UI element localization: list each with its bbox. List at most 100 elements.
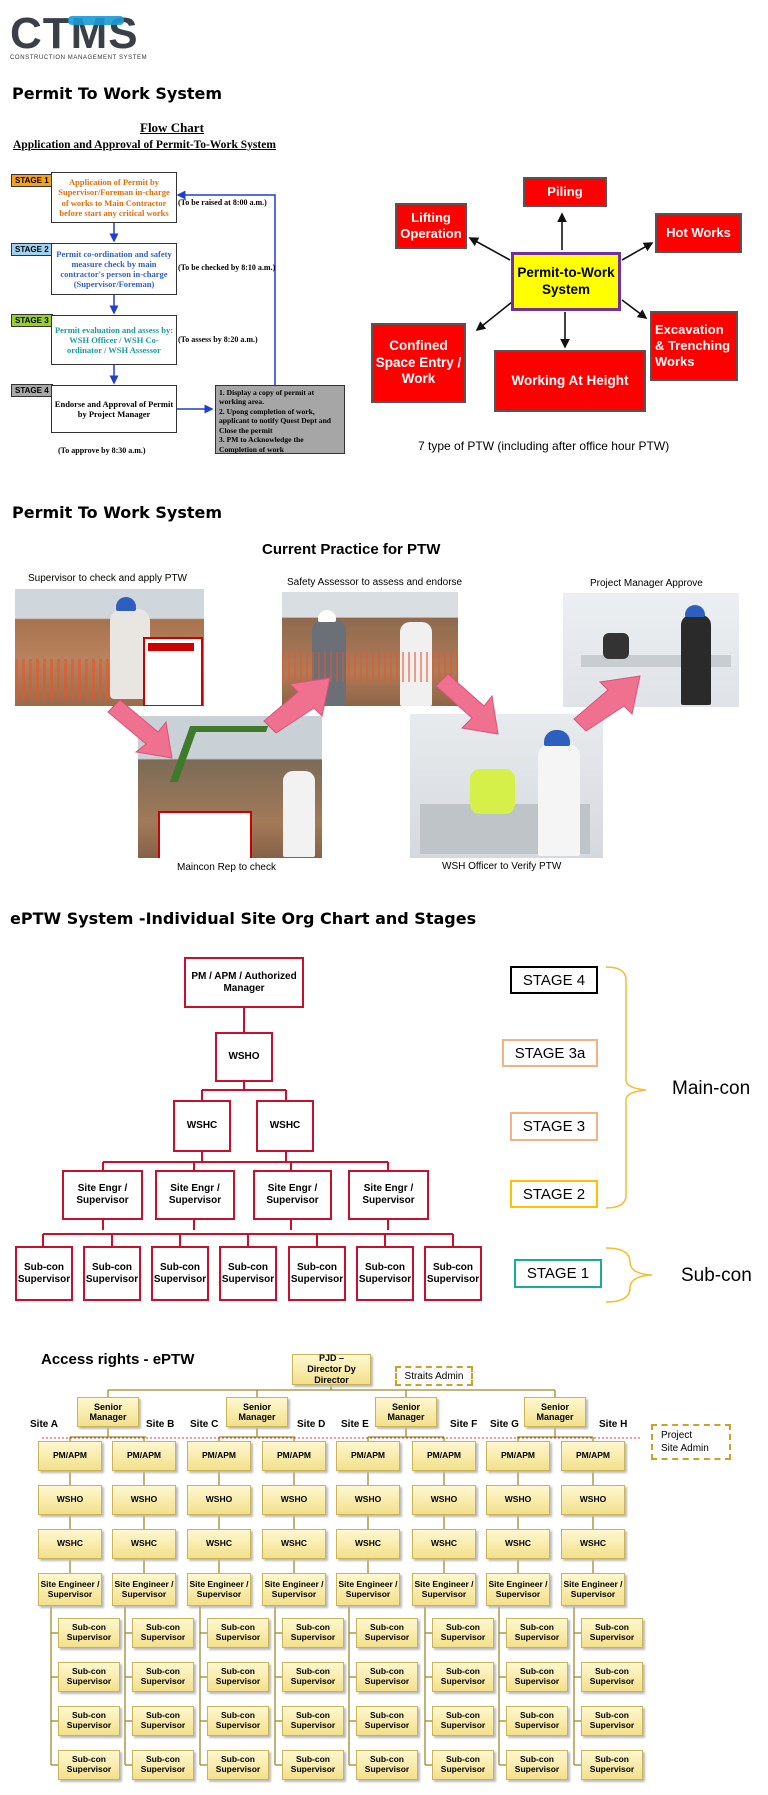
subcon-box-4-1: Sub-con Supervisor xyxy=(282,1618,344,1648)
section2-subtitle: Current Practice for PTW xyxy=(262,541,441,558)
org-site-engr-2: Site Engr / Supervisor xyxy=(155,1170,235,1220)
director-label: PJD – Director Dy Director xyxy=(307,1353,356,1385)
site-engineer-box-7: Site Engineer / Supervisor xyxy=(486,1573,550,1606)
section1-title: Permit To Work System xyxy=(12,84,223,103)
flow-box-approval: Endorse and Approval of Permit by Projec… xyxy=(51,385,177,433)
subcon-box-5-4: Sub-con Supervisor xyxy=(356,1750,418,1780)
org-subcon-4: Sub-con Supervisor xyxy=(219,1246,277,1301)
flow-box-application: Application of Permit by Supervisor/Fore… xyxy=(51,172,177,223)
section4-title: Access rights - ePTW xyxy=(41,1351,195,1368)
pink-arrow-2 xyxy=(263,677,331,734)
site-engineer-box-2: Site Engineer / Supervisor xyxy=(112,1573,176,1606)
pm-apm-box-4: PM/APM xyxy=(262,1441,326,1471)
site-label-d: Site D xyxy=(297,1419,326,1430)
subcon-box-5-2: Sub-con Supervisor xyxy=(356,1662,418,1692)
main-con-brace xyxy=(605,966,647,1209)
org-site-engr-4: Site Engr / Supervisor xyxy=(348,1170,429,1220)
subcon-box-8-3: Sub-con Supervisor xyxy=(581,1706,643,1736)
ctms-logo: CTMS CONSTRUCTION MANAGEMENT SYSTEM xyxy=(10,12,148,62)
pm-apm-box-5: PM/APM xyxy=(336,1441,400,1471)
subcon-box-5-3: Sub-con Supervisor xyxy=(356,1706,418,1736)
caption-maincon-rep: Maincon Rep to check xyxy=(177,862,276,873)
site-label-f: Site F xyxy=(450,1419,478,1430)
flow-chart-connectors xyxy=(109,190,654,414)
ptw-type-working-at-height: Working At Height xyxy=(494,350,646,412)
site-engineer-box-6: Site Engineer / Supervisor xyxy=(412,1573,476,1606)
sub-con-brace xyxy=(605,1247,653,1303)
site-engineer-box-1: Site Engineer / Supervisor xyxy=(38,1573,102,1606)
grey-instructions-box: 1. Display a copy of permit at working a… xyxy=(215,385,345,454)
flow-box-evaluation: Permit evaluation and assess by: WSH Off… xyxy=(51,315,177,365)
ptw-type-excavation: Excavation & Trenching Works xyxy=(650,311,738,381)
subcon-box-2-2: Sub-con Supervisor xyxy=(132,1662,194,1692)
wshc-box-1: WSHC xyxy=(38,1529,102,1559)
stage-1-box: STAGE 1 xyxy=(514,1259,602,1288)
subcon-box-3-3: Sub-con Supervisor xyxy=(207,1706,269,1736)
subcon-box-7-1: Sub-con Supervisor xyxy=(506,1618,568,1648)
subcon-box-8-1: Sub-con Supervisor xyxy=(581,1618,643,1648)
site-engineer-box-8: Site Engineer / Supervisor xyxy=(561,1573,625,1606)
subcon-box-1-2: Sub-con Supervisor xyxy=(58,1662,120,1692)
subcon-box-2-1: Sub-con Supervisor xyxy=(132,1618,194,1648)
pink-arrow-4 xyxy=(573,675,641,732)
org-wsho: WSHO xyxy=(215,1032,273,1082)
wsho-box-3: WSHO xyxy=(187,1485,251,1515)
subcon-box-7-2: Sub-con Supervisor xyxy=(506,1662,568,1692)
wsho-box-4: WSHO xyxy=(262,1485,326,1515)
director-box: PJD – Director Dy Director xyxy=(292,1353,371,1385)
wshc-box-5: WSHC xyxy=(336,1529,400,1559)
org-wshc-1: WSHC xyxy=(173,1100,231,1152)
photo-supervisor-site xyxy=(15,589,204,706)
org-subcon-7: Sub-con Supervisor xyxy=(424,1246,482,1301)
note-approve: (To approve by 8:30 a.m.) xyxy=(58,446,146,455)
pm-apm-box-1: PM/APM xyxy=(38,1441,102,1471)
subcon-box-6-1: Sub-con Supervisor xyxy=(432,1618,494,1648)
subcon-box-8-4: Sub-con Supervisor xyxy=(581,1750,643,1780)
org-top-manager: PM / APM / Authorized Manager xyxy=(184,957,304,1008)
subcon-box-3-4: Sub-con Supervisor xyxy=(207,1750,269,1780)
grey-item-1: 1. Display a copy of permit at working a… xyxy=(219,388,315,407)
org-subcon-2: Sub-con Supervisor xyxy=(83,1246,141,1301)
org-subcon-5: Sub-con Supervisor xyxy=(288,1246,346,1301)
grey-item-3: 3. PM to Acknowledge the Completion of w… xyxy=(219,435,304,454)
stage-4-box: STAGE 4 xyxy=(510,966,598,994)
subcon-box-7-4: Sub-con Supervisor xyxy=(506,1750,568,1780)
pm-apm-box-6: PM/APM xyxy=(412,1441,476,1471)
wsho-box-7: WSHO xyxy=(486,1485,550,1515)
site-label-b: Site B xyxy=(146,1419,175,1430)
subcon-box-1-4: Sub-con Supervisor xyxy=(58,1750,120,1780)
site-label-c: Site C xyxy=(190,1419,219,1430)
subcon-box-4-4: Sub-con Supervisor xyxy=(282,1750,344,1780)
org-wshc-2: WSHC xyxy=(256,1100,314,1152)
logo-tagline: CONSTRUCTION MANAGEMENT SYSTEM xyxy=(10,55,148,61)
pink-arrow-1 xyxy=(107,699,173,759)
pm-apm-box-7: PM/APM xyxy=(486,1441,550,1471)
flow-box-coordination: Permit co-ordination and safety measure … xyxy=(51,243,177,295)
subcon-box-2-3: Sub-con Supervisor xyxy=(132,1706,194,1736)
site-label-e: Site E xyxy=(341,1419,369,1430)
caption-project-manager: Project Manager Approve xyxy=(590,578,703,589)
note-checked: (To be checked by 8:10 a.m.) xyxy=(178,263,276,272)
site-engineer-box-5: Site Engineer / Supervisor xyxy=(336,1573,400,1606)
subcon-box-6-3: Sub-con Supervisor xyxy=(432,1706,494,1736)
subcon-box-3-2: Sub-con Supervisor xyxy=(207,1662,269,1692)
subcon-box-1-3: Sub-con Supervisor xyxy=(58,1706,120,1736)
section3-title: ePTW System -Individual Site Org Chart a… xyxy=(10,909,477,928)
subcon-box-6-2: Sub-con Supervisor xyxy=(432,1662,494,1692)
subcon-box-1-1: Sub-con Supervisor xyxy=(58,1618,120,1648)
org-chart-lines xyxy=(42,1008,454,1246)
pm-apm-box-8: PM/APM xyxy=(561,1441,625,1471)
subcon-box-4-3: Sub-con Supervisor xyxy=(282,1706,344,1736)
stage-3a-box: STAGE 3a xyxy=(502,1039,598,1067)
subcon-box-5-1: Sub-con Supervisor xyxy=(356,1618,418,1648)
section2-title: Permit To Work System xyxy=(12,503,223,522)
wshc-box-2: WSHC xyxy=(112,1529,176,1559)
note-assess: (To assess by 8:20 a.m.) xyxy=(178,335,258,344)
ptw-center-box: Permit-to-Work System xyxy=(511,252,621,311)
wsho-box-2: WSHO xyxy=(112,1485,176,1515)
caption-safety-assessor: Safety Assessor to assess and endorse xyxy=(287,577,463,588)
wshc-box-7: WSHC xyxy=(486,1529,550,1559)
project-site-admin-box: Project Site Admin xyxy=(651,1424,731,1460)
main-con-label: Main-con xyxy=(672,1078,751,1099)
caption-wsh-officer: WSH Officer to Verify PTW xyxy=(442,861,562,872)
